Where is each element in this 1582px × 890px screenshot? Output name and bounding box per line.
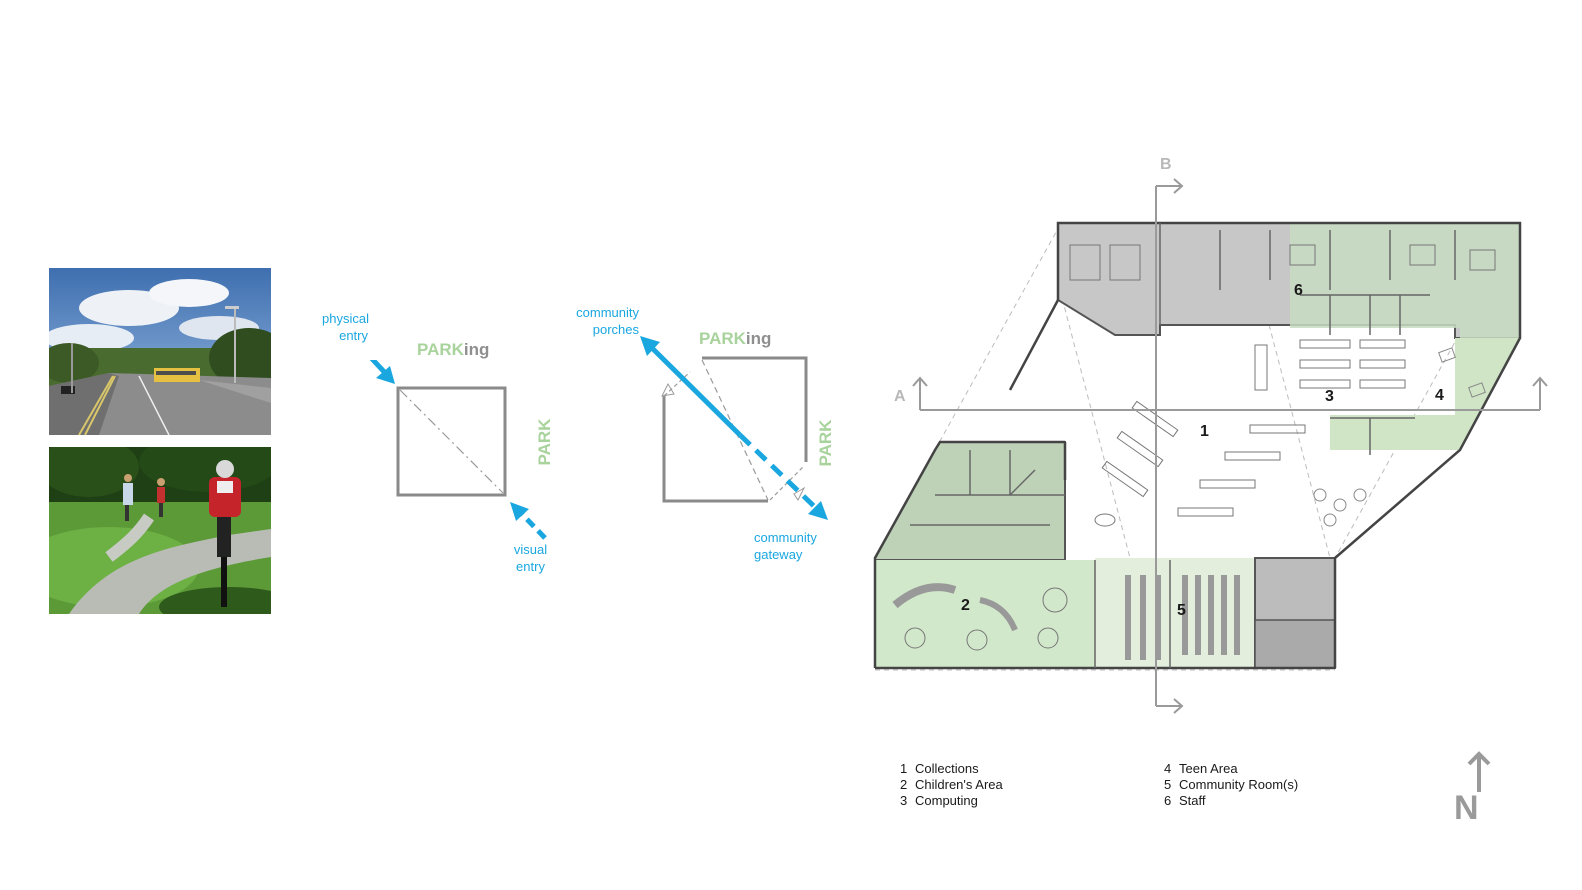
cyclists-park-photo xyxy=(49,447,271,614)
room-number-2: 2 xyxy=(961,597,970,614)
entry-diagram xyxy=(369,360,547,540)
section-line-a xyxy=(912,376,1548,411)
community-seating xyxy=(1125,575,1240,660)
community-porches-line2: porches xyxy=(592,322,639,337)
small-arrow-1-icon xyxy=(661,382,675,397)
split-line-1 xyxy=(701,359,769,501)
storage-box xyxy=(1254,619,1336,669)
physical-entry-line2: entry xyxy=(339,328,368,343)
computing-furniture xyxy=(1254,339,1406,391)
room-number-5: 5 xyxy=(1177,602,1186,619)
lower-half-square xyxy=(662,396,768,503)
room-number-3: 3 xyxy=(1325,388,1334,405)
interior-walls xyxy=(910,223,1456,668)
collections-shelving xyxy=(1094,400,1306,527)
north-arrow-icon xyxy=(1467,751,1491,792)
physical-entry-arrow-icon xyxy=(369,360,395,384)
visual-entry-label: visual entry xyxy=(508,541,553,575)
community-porches-line1: community xyxy=(576,305,639,320)
parking-label-1-main: PARK xyxy=(417,340,464,359)
community-gateway-label: community gateway xyxy=(754,529,834,563)
physical-entry-label: physical entry xyxy=(309,310,369,344)
floor-plan xyxy=(873,178,1548,714)
split-line-2 xyxy=(663,371,691,397)
visual-entry-arrow-icon xyxy=(510,502,547,540)
community-room-zone xyxy=(1095,558,1255,668)
room-number-1: 1 xyxy=(1200,423,1209,440)
north-label: N xyxy=(1454,789,1479,827)
childrens-area-zone xyxy=(875,560,1095,668)
upper-half-square xyxy=(702,356,808,462)
room-number-4: 4 xyxy=(1435,387,1444,404)
room-number-6: 6 xyxy=(1294,282,1303,299)
parking-label-2: PARKing xyxy=(699,329,771,349)
site-square xyxy=(396,386,507,497)
parking-label-1-suffix: ing xyxy=(463,340,490,359)
parking-label-2-main: PARK xyxy=(699,329,746,348)
visual-entry-line1: visual xyxy=(513,542,548,557)
community-gateway-arrow-icon xyxy=(738,433,828,520)
children-furniture xyxy=(892,583,1068,651)
community-porches-arrow-icon xyxy=(640,336,742,437)
teen-furniture xyxy=(1313,347,1486,527)
section-a-label: A xyxy=(894,388,906,405)
parking-label-2-suffix: ing xyxy=(745,329,772,348)
small-arrow-2-icon xyxy=(793,486,806,501)
street-photo xyxy=(49,268,271,435)
physical-entry-line1: physical xyxy=(322,311,369,326)
street-photo-icon xyxy=(49,268,271,435)
community-gateway-line2: gateway xyxy=(754,547,803,562)
cyclists-park-photo-icon xyxy=(49,447,271,614)
visual-entry-line2: entry xyxy=(516,559,545,574)
community-porches-label: community porches xyxy=(563,304,639,338)
porch-diagram xyxy=(640,336,828,520)
section-line-b xyxy=(1155,178,1184,714)
staff-wing-green xyxy=(1290,223,1520,338)
diagonal-line xyxy=(399,389,504,494)
exterior-walls xyxy=(873,221,1522,670)
community-gateway-line1: community xyxy=(754,530,817,545)
staff-furniture xyxy=(1069,244,1496,281)
teen-area-zone xyxy=(1330,338,1520,450)
section-b-label: B xyxy=(1160,156,1172,173)
parking-label-1: PARKing xyxy=(417,340,489,360)
